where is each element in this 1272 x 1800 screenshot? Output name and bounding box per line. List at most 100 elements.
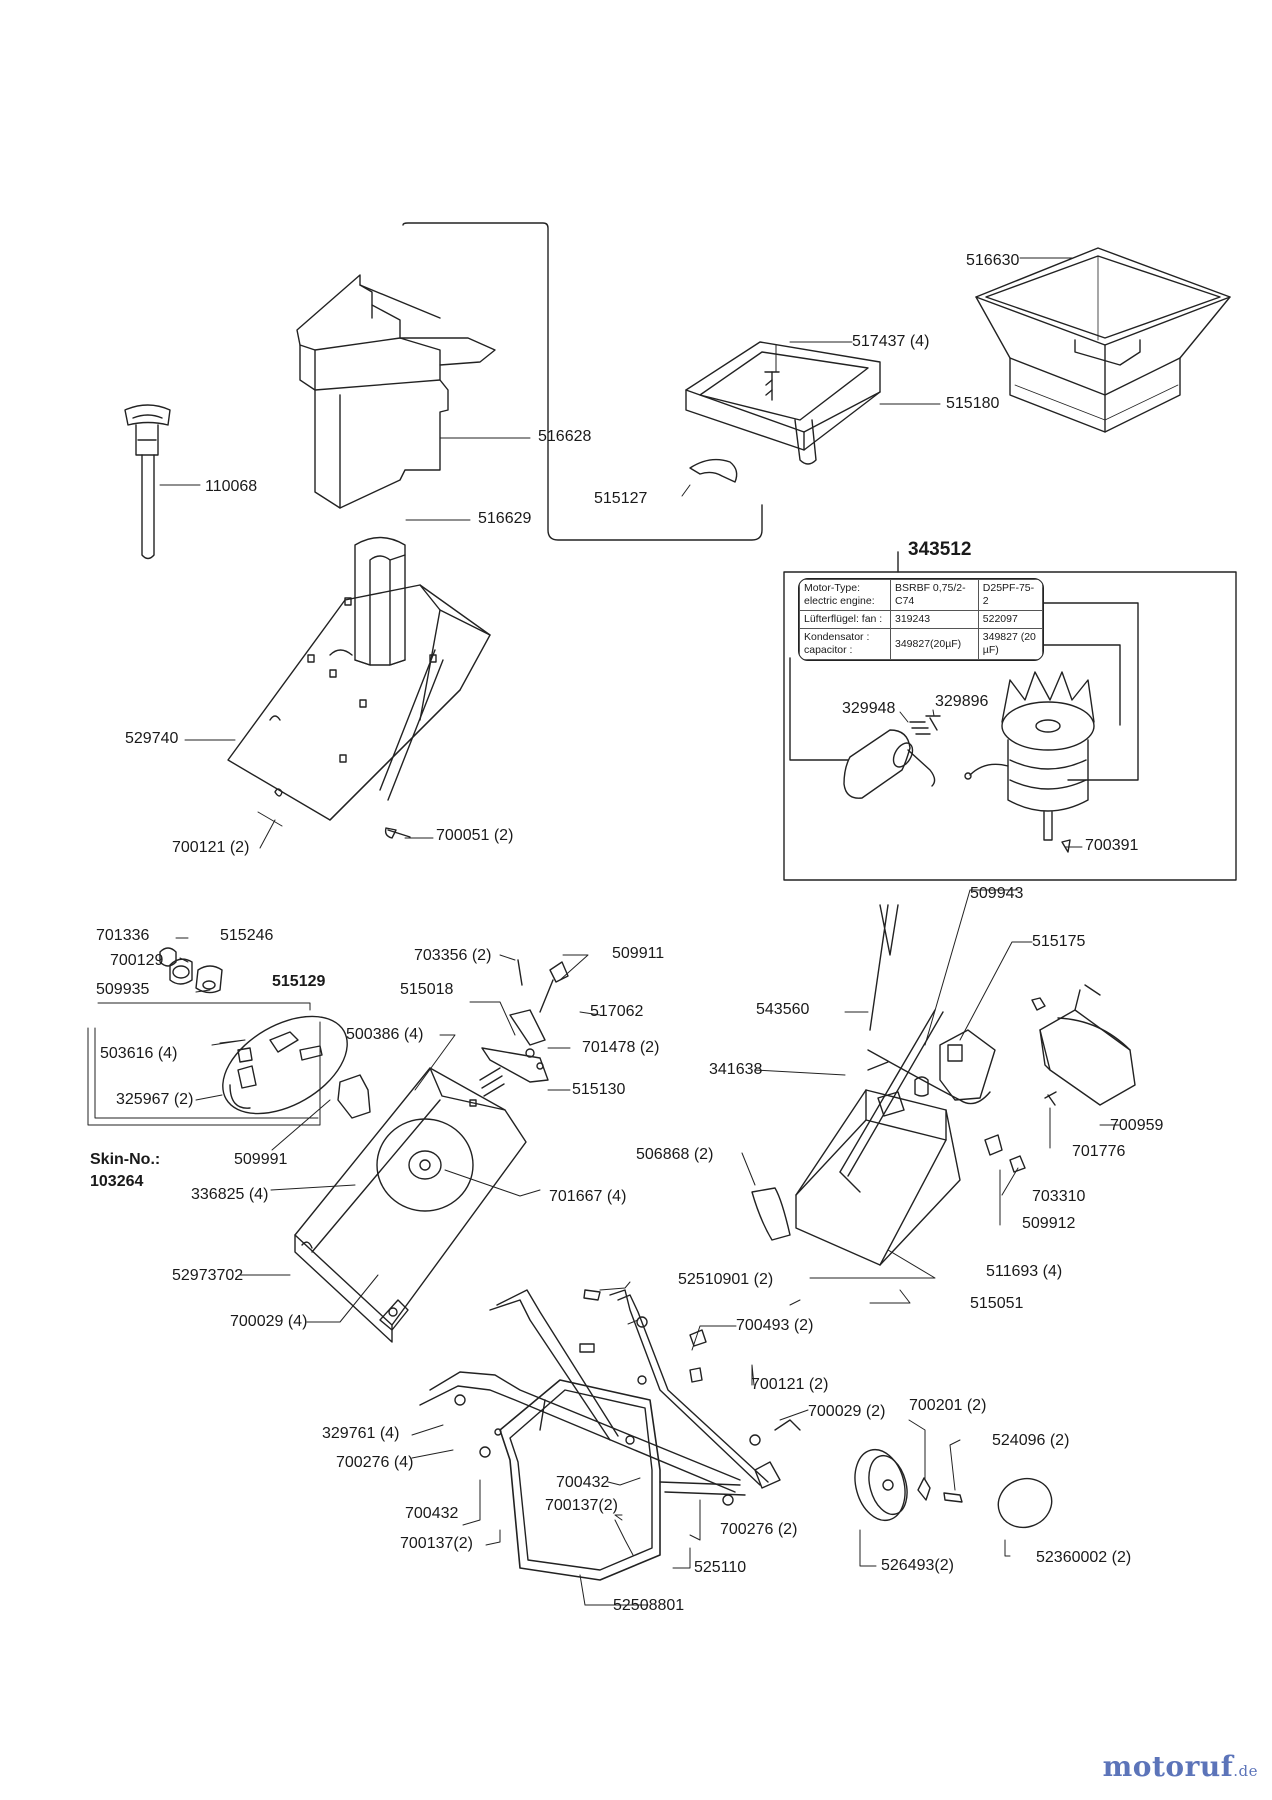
- part-label-700276-b: 700276 (2): [720, 1521, 798, 1538]
- part-label-516629: 516629: [478, 510, 532, 527]
- deflector-drawing: [689, 458, 738, 483]
- inline-capacitor-drawing: [751, 1187, 791, 1241]
- part-label-52510901: 52510901 (2): [678, 1271, 774, 1288]
- part-label-515051: 515051: [970, 1295, 1024, 1312]
- part-label-700276-a: 700276 (4): [336, 1454, 414, 1471]
- skin-number-value: 103264: [90, 1173, 144, 1190]
- part-label-516630: 516630: [966, 252, 1020, 269]
- part-label-703356: 703356 (2): [414, 947, 492, 964]
- part-label-515130: 515130: [572, 1081, 626, 1098]
- part-label-700432-b: 700432: [556, 1474, 610, 1491]
- part-label-515175: 515175: [1032, 933, 1086, 950]
- part-label-516628: 516628: [538, 428, 592, 445]
- part-label-700029-a: 700029 (4): [230, 1313, 308, 1330]
- part-label-509991: 509991: [234, 1151, 288, 1168]
- part-label-509943: 509943: [970, 885, 1024, 902]
- leader-lines: [159, 257, 1121, 1606]
- capacitor-box-drawing: [795, 1089, 961, 1266]
- group-bracket-hopper: [402, 222, 763, 541]
- brand-suffix: .de: [1233, 1762, 1258, 1780]
- knife-assembly-drawing: [479, 959, 569, 1097]
- table-cell: BSRBF 0,75/2-C74: [890, 579, 979, 611]
- part-label-700493: 700493 (2): [736, 1317, 814, 1334]
- part-label-700432-a: 700432: [405, 1505, 459, 1522]
- table-row: Motor-Type: electric engine: BSRBF 0,75/…: [799, 579, 1043, 611]
- part-label-329896: 329896: [935, 693, 989, 710]
- frame-tubes-drawing: [419, 1289, 769, 1581]
- part-label-517062: 517062: [590, 1003, 644, 1020]
- brand-logo: motoruf.de: [1103, 1750, 1258, 1783]
- table-cell: 319243: [890, 610, 979, 629]
- part-label-700121-a: 700121 (2): [172, 839, 250, 856]
- part-label-700029-b: 700029 (2): [808, 1403, 886, 1420]
- screw-329896-drawing: [925, 715, 941, 731]
- part-label-700137-a: 700137(2): [400, 1535, 473, 1552]
- part-label-525110: 525110: [694, 1559, 747, 1576]
- part-label-52508801: 52508801: [613, 1597, 685, 1614]
- wheel-drawing: [854, 1448, 963, 1522]
- part-label-511693: 511693 (4): [986, 1263, 1063, 1280]
- part-label-52973702: 52973702: [172, 1267, 244, 1284]
- part-label-509935: 509935: [96, 981, 150, 998]
- part-label-503616: 503616 (4): [100, 1045, 178, 1062]
- part-label-515180: 515180: [946, 395, 1000, 412]
- cable-harness-drawing: [839, 904, 991, 1193]
- part-label-329948: 329948: [842, 700, 896, 717]
- part-label-509911: 509911: [612, 945, 665, 962]
- skin-number-label: Skin-No.:: [90, 1151, 161, 1168]
- skin-bracket: [87, 1021, 321, 1126]
- table-cell-label: Motor-Type: electric engine:: [799, 579, 891, 611]
- safety-key-drawing: [124, 404, 171, 560]
- part-label-509912: 509912: [1022, 1215, 1076, 1232]
- table-row: Kondensator : capacitor : 349827(20µF) 3…: [799, 628, 1043, 660]
- part-label-543560: 543560: [756, 1001, 810, 1018]
- part-label-700137-b: 700137(2): [545, 1497, 618, 1514]
- part-label-517437: 517437 (4): [852, 333, 930, 350]
- part-label-515246: 515246: [220, 927, 274, 944]
- small-bushings-drawing: [159, 947, 223, 994]
- table-cell-label: Lüfterflügel: fan :: [799, 610, 891, 629]
- hub-cap-drawing: [997, 1477, 1053, 1529]
- part-label-701776: 701776: [1072, 1143, 1126, 1160]
- housing-plate-drawing: [227, 536, 491, 821]
- funnel-drawing: [685, 341, 881, 465]
- table-cell: 349827(20µF): [890, 628, 979, 660]
- capacitor-drawing: [843, 729, 936, 799]
- table-cell: 349827 (20 µF): [977, 628, 1043, 660]
- cutter-disc-drawing: [222, 1015, 348, 1115]
- part-label-343512: 343512: [908, 539, 972, 560]
- bolt-700051-drawing: [384, 827, 411, 839]
- main-hopper-drawing: [975, 247, 1231, 433]
- part-label-506868: 506868 (2): [636, 1146, 714, 1163]
- part-label-336825: 336825 (4): [191, 1186, 269, 1203]
- part-label-700129: 700129: [110, 952, 164, 969]
- table-cell: D25PF-75-2: [977, 579, 1043, 611]
- grommet-509991-drawing: [337, 1074, 371, 1119]
- motor-kit-frame: [783, 571, 1237, 881]
- part-label-700959: 700959: [1110, 1117, 1164, 1134]
- table-cell-label: Kondensator : capacitor :: [799, 628, 891, 660]
- switch-box-drawing: [914, 1029, 996, 1101]
- brand-name: motoruf: [1102, 1750, 1234, 1783]
- clip-509912-drawing: [984, 1134, 1003, 1156]
- screw-329948-drawing: [909, 721, 931, 735]
- frame-hardware-drawing: [454, 1289, 801, 1506]
- part-label-341638: 341638: [709, 1061, 763, 1078]
- part-label-701667: 701667 (4): [549, 1188, 627, 1205]
- part-label-515127: 515127: [594, 490, 648, 507]
- table-cell: 522097: [977, 610, 1043, 629]
- part-label-701478: 701478 (2): [582, 1039, 660, 1056]
- table-row: Lüfterflügel: fan : 319243 522097: [799, 610, 1043, 629]
- part-label-529740: 529740: [125, 730, 179, 747]
- pin-703310-drawing: [1009, 1155, 1026, 1173]
- part-label-700121-b: 700121 (2): [751, 1376, 829, 1393]
- hopper-insert-drawing: [296, 274, 496, 509]
- part-label-325967: 325967 (2): [116, 1091, 194, 1108]
- part-label-526493: 526493(2): [881, 1557, 954, 1574]
- part-label-700051: 700051 (2): [436, 827, 514, 844]
- part-label-500386: 500386 (4): [346, 1026, 424, 1043]
- part-label-700391: 700391: [1085, 837, 1139, 854]
- part-label-703310: 703310: [1032, 1188, 1086, 1205]
- part-label-110068: 110068: [205, 478, 258, 495]
